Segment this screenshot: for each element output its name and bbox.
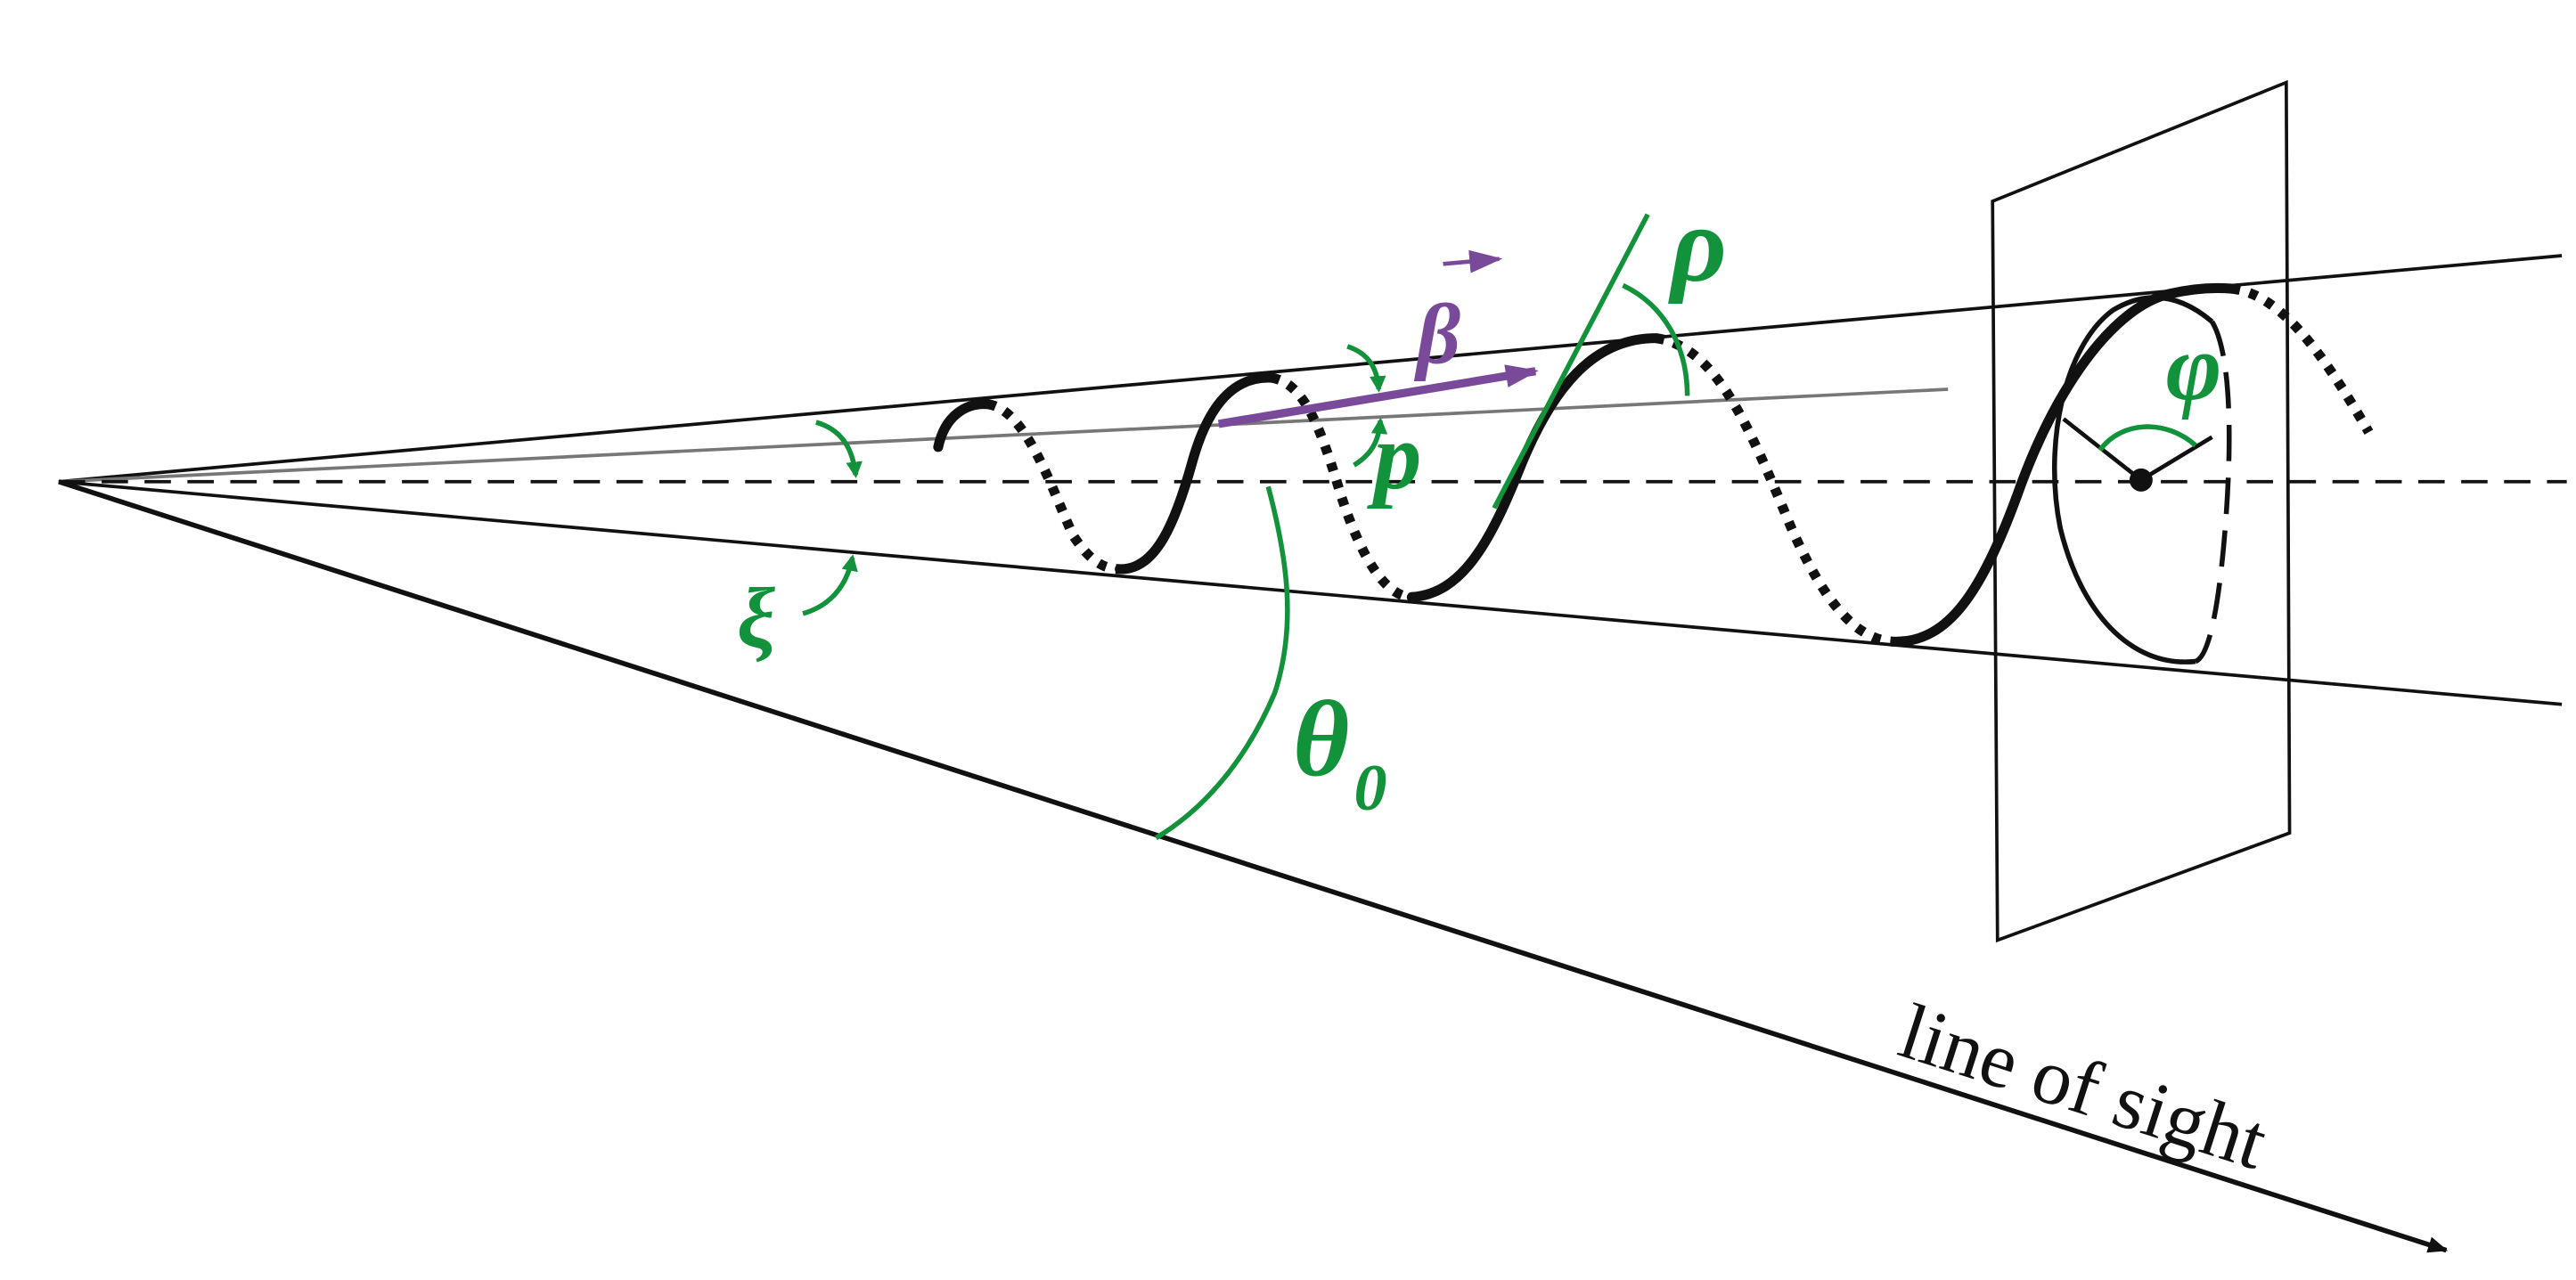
phi-angle-arc xyxy=(2098,424,2197,452)
p-arrow-lower xyxy=(1353,417,1388,468)
xi-arrow-upper xyxy=(815,420,863,479)
rho-angle-arc xyxy=(1622,282,1690,396)
rho-label: ρ xyxy=(1667,184,1727,305)
cone-lower-line xyxy=(58,479,2563,706)
beta-velocity-arrow xyxy=(1217,364,1539,428)
theta-label: θ xyxy=(1293,679,1349,799)
projection-plane xyxy=(1991,79,2292,943)
projected-circle-solid xyxy=(2051,295,2214,664)
theta-subscript: 0 xyxy=(1354,752,1387,825)
projected-circle-dashed xyxy=(2194,320,2232,664)
helix-back-segment-3 xyxy=(1655,333,1899,647)
helix-back-segment-1 xyxy=(986,399,1120,575)
xi-label: ξ xyxy=(737,570,775,665)
line-of-sight-label: line of sight xyxy=(1890,988,2278,1186)
phi-label: φ xyxy=(2166,314,2222,420)
cone-upper-line xyxy=(58,254,2563,484)
helix-front-segment-3 xyxy=(1406,333,1662,602)
helix-front-segment-2 xyxy=(1115,372,1277,575)
line-of-sight-arrow xyxy=(58,479,2449,1253)
helix-front-segment-1 xyxy=(933,399,994,452)
beta-label: β xyxy=(1414,286,1460,381)
helix-back-segment-4 xyxy=(2230,283,2374,435)
rho-tangent-line xyxy=(1492,213,1650,510)
beta-overarrow xyxy=(1443,249,1503,273)
helix-front-segment-4 xyxy=(1893,282,2237,647)
helix-axis-gray-line xyxy=(58,387,1949,484)
radius-to-end xyxy=(2139,435,2213,482)
xi-arrow-lower xyxy=(802,554,858,616)
theta0-angle-arc xyxy=(1154,485,1290,841)
p-arrow-upper xyxy=(1346,344,1386,393)
p-label: p xyxy=(1367,404,1422,510)
